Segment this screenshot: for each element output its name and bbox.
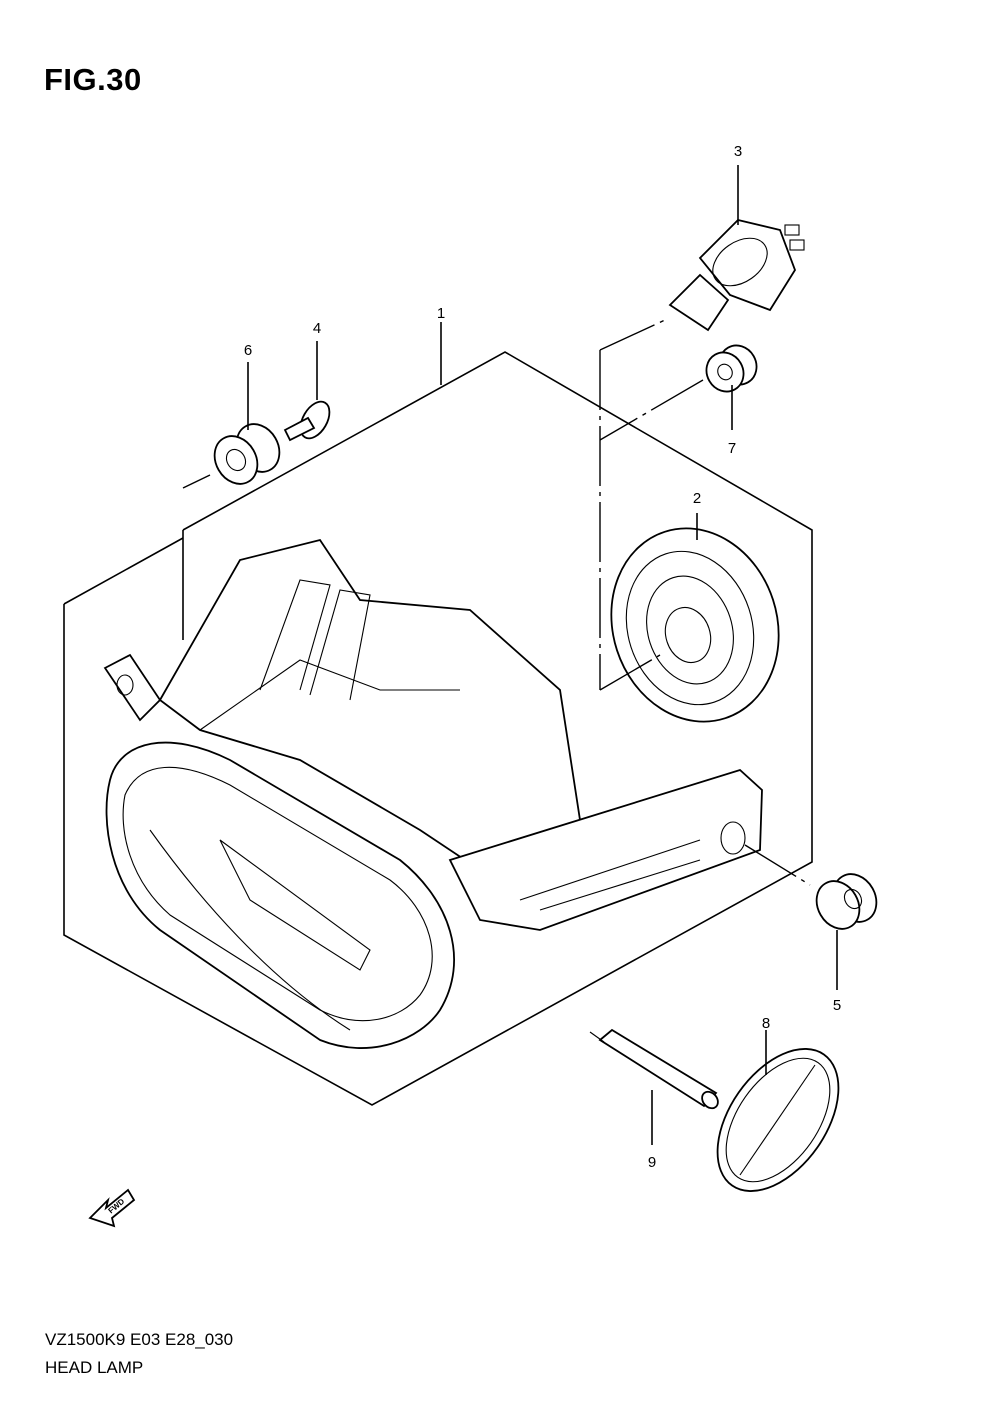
diagram-name: HEAD LAMP [45, 1358, 144, 1377]
callout-6: 6 [244, 342, 252, 359]
headlamp-bulb[interactable] [668, 219, 805, 332]
grommet-left[interactable] [206, 416, 288, 491]
assembly-outline [63, 351, 813, 1106]
leader-lines [182, 165, 838, 1145]
callout-labels: 1 2 3 4 5 6 7 8 9 [244, 143, 841, 1171]
callout-1: 1 [437, 305, 445, 322]
forward-arrow-icon: FWD [88, 1188, 136, 1228]
socket-cover[interactable] [587, 506, 804, 743]
callout-8: 8 [762, 1015, 770, 1032]
grommet-right[interactable] [699, 339, 763, 399]
callout-9: 9 [648, 1154, 656, 1171]
callout-7: 7 [728, 440, 736, 457]
callout-5: 5 [833, 997, 841, 1014]
callout-3: 3 [734, 143, 742, 160]
figure-title: FIG.30 [44, 62, 142, 97]
callout-2: 2 [693, 490, 701, 507]
callout-4: 4 [313, 320, 321, 337]
stud-collar[interactable] [589, 1028, 721, 1111]
diagram-code: VZ1500K9 E03 E28_030 [45, 1330, 234, 1349]
screw[interactable] [283, 397, 335, 444]
reflector[interactable] [693, 1027, 863, 1213]
grommet-bracket[interactable] [808, 866, 885, 936]
headlamp-unit[interactable] [103, 538, 763, 1049]
